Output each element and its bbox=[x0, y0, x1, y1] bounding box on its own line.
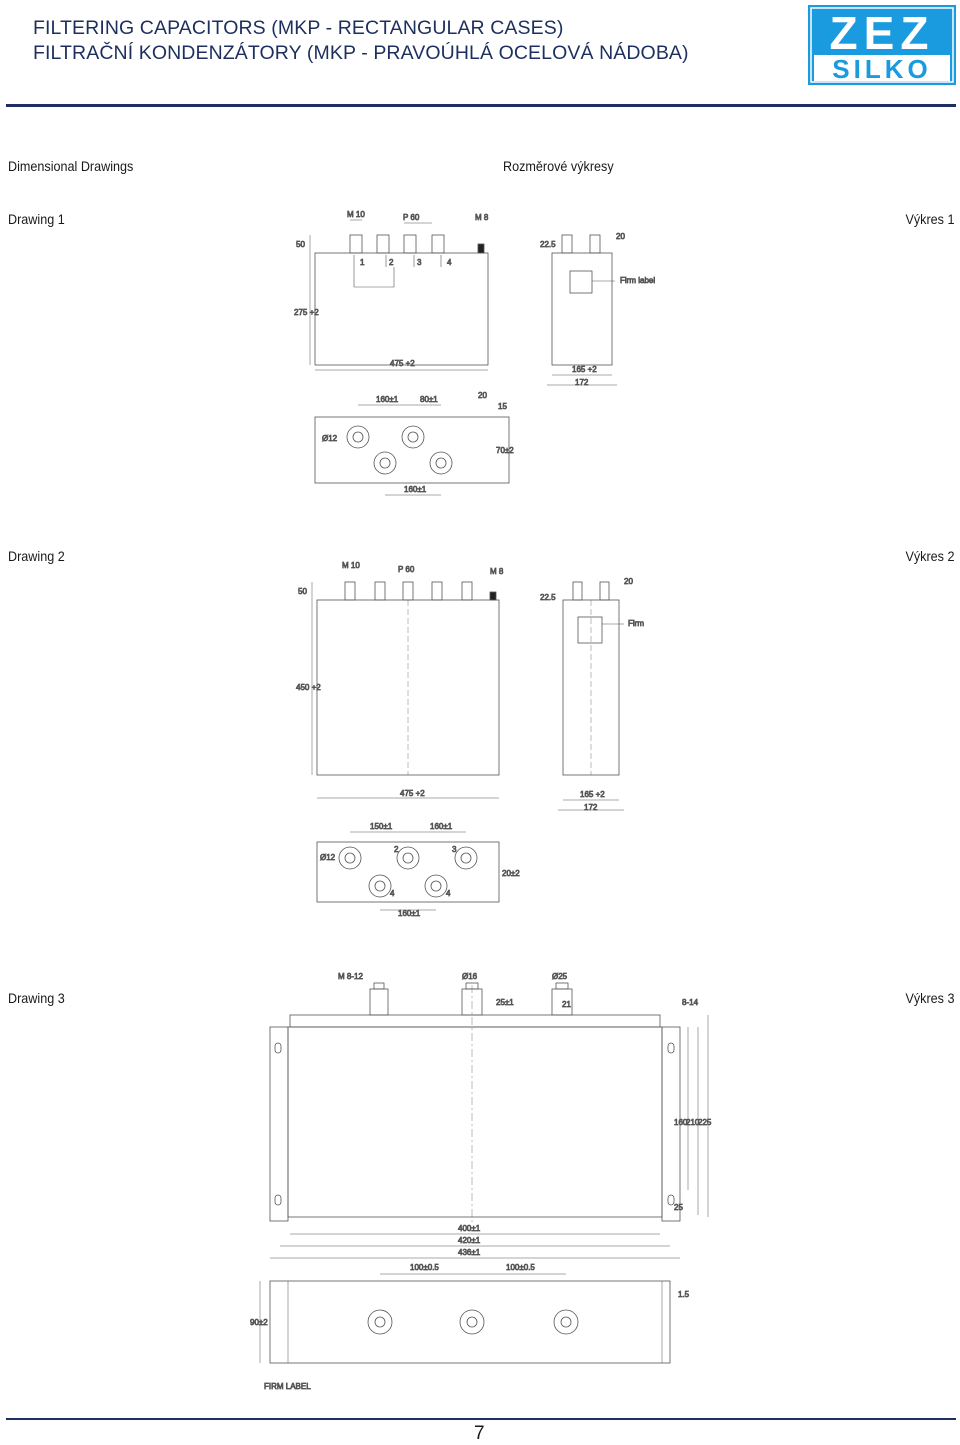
drawing-3-label-cz: Výkres 3 bbox=[904, 990, 954, 1006]
firm-label-box bbox=[569, 270, 593, 294]
drawing-1-label-en: Drawing 1 bbox=[8, 211, 65, 227]
right-bracket bbox=[661, 1026, 681, 1222]
top-p3: 160±1 bbox=[398, 909, 421, 918]
dim-d15: 1.5 bbox=[678, 1290, 690, 1299]
dim-v25: 25 bbox=[674, 1203, 683, 1212]
terminal-d: 4 bbox=[446, 889, 451, 898]
front-view-body bbox=[314, 252, 489, 366]
top-slot: 70±2 bbox=[496, 446, 514, 455]
dim-w-body: 475 +2 bbox=[400, 789, 425, 798]
drawing-2-label-cz: Výkres 2 bbox=[904, 548, 954, 564]
dim-thread: M 10 bbox=[347, 210, 365, 219]
dim-v160: 160 bbox=[674, 1118, 688, 1127]
dim-h-total: 50 bbox=[298, 587, 307, 596]
footer-rule bbox=[6, 1418, 956, 1420]
top-view-body bbox=[269, 1280, 671, 1364]
top-p1: 160±1 bbox=[376, 395, 399, 404]
dim-d90: 90±2 bbox=[250, 1318, 268, 1327]
top-view-body bbox=[314, 416, 510, 484]
dim-v210: 210 bbox=[686, 1118, 700, 1127]
top-p2: 80±1 bbox=[420, 395, 438, 404]
top-d1: 20 bbox=[478, 391, 487, 400]
dim-h2: 21 bbox=[562, 1000, 571, 1009]
zez-silko-logo: ZEZ SILKO bbox=[808, 5, 956, 85]
dim-h-total: 50 bbox=[296, 240, 305, 249]
side-top: 22.5 bbox=[540, 240, 556, 249]
header-rule bbox=[6, 104, 956, 107]
terminal-bushings bbox=[349, 234, 485, 254]
title-english: FILTERING CAPACITORS (MKP - RECTANGULAR … bbox=[33, 17, 564, 39]
drawing-1-label-cz: Výkres 1 bbox=[904, 211, 954, 227]
drawing-1: M 10 P 60 M 8 50 275 +2 475 +2 1 2 3 4 2… bbox=[294, 210, 656, 496]
top-view-body bbox=[316, 841, 500, 903]
drawing-2-label-en: Drawing 2 bbox=[8, 548, 65, 564]
side-label: Firm label bbox=[620, 276, 655, 285]
front-view-body bbox=[287, 1026, 663, 1218]
top-p2: 160±1 bbox=[430, 822, 453, 831]
dim-w436: 436±1 bbox=[458, 1248, 481, 1257]
dim-h-body: 450 +2 bbox=[296, 683, 321, 692]
terminal-c: 4 bbox=[390, 889, 395, 898]
dim-h1: 25±1 bbox=[496, 998, 514, 1007]
page-number: 7 bbox=[474, 1423, 485, 1444]
dim-w400: 400±1 bbox=[458, 1224, 481, 1233]
left-bracket bbox=[269, 1026, 289, 1222]
side-w2: 172 bbox=[584, 803, 598, 812]
dim-h-body: 275 +2 bbox=[294, 308, 319, 317]
dim-pitch: P 60 bbox=[403, 213, 420, 222]
top-view-terminals bbox=[338, 846, 478, 898]
dim-p2: 100±0.5 bbox=[506, 1263, 535, 1272]
terminal-1: 1 bbox=[360, 258, 365, 267]
terminal-a: 2 bbox=[394, 845, 399, 854]
top-slot: 20±2 bbox=[502, 869, 520, 878]
side-gap: 20 bbox=[616, 232, 625, 241]
terminal-2: 2 bbox=[389, 258, 394, 267]
side-w1: 165 +2 bbox=[572, 365, 597, 374]
top-p3: 160±1 bbox=[404, 485, 427, 494]
logo-bottom-text: SILKO bbox=[832, 54, 931, 84]
side-gap: 20 bbox=[624, 577, 633, 586]
top-d2: 15 bbox=[498, 402, 507, 411]
top-view-terminals bbox=[367, 1309, 579, 1335]
terminal-b: 3 bbox=[452, 845, 457, 854]
top-dia: Ø12 bbox=[322, 434, 338, 443]
dim-thread: M 10 bbox=[342, 561, 360, 570]
dim-pitch: P 60 bbox=[398, 565, 415, 574]
terminal-4: 4 bbox=[447, 258, 452, 267]
side-w1: 165 +2 bbox=[580, 790, 605, 799]
top-flange bbox=[289, 1014, 661, 1028]
section-heading-en: Dimensional Drawings bbox=[8, 158, 134, 174]
side-w2: 172 bbox=[575, 378, 589, 387]
dim-v225: 225 bbox=[698, 1118, 712, 1127]
top-p1: 150±1 bbox=[370, 822, 393, 831]
top-dia: Ø12 bbox=[320, 853, 336, 862]
top-view-terminals bbox=[346, 425, 453, 475]
side-view-body bbox=[551, 252, 613, 366]
firm-label-box bbox=[577, 616, 603, 644]
dim-ground: M 8 bbox=[475, 213, 489, 222]
title-czech: FILTRAČNÍ KONDENZÁTORY (MKP - PRAVOÚHLÁ … bbox=[33, 42, 689, 64]
drawing-3: M 8-12 Ø16 Ø25 25±1 21 8-14 160 210 225 … bbox=[250, 972, 713, 1392]
dim-hole: 8-14 bbox=[682, 998, 699, 1007]
terminal-3: 3 bbox=[417, 258, 422, 267]
dim-w-body: 475 +2 bbox=[390, 359, 415, 368]
dim-p1: 100±0.5 bbox=[410, 1263, 439, 1272]
dim-d25: Ø25 bbox=[552, 972, 568, 981]
side-top: 22.5 bbox=[540, 593, 556, 602]
dim-ground: M 8 bbox=[490, 567, 504, 576]
side-label: Firm bbox=[628, 619, 644, 628]
dim-d16: Ø16 bbox=[462, 972, 478, 981]
terminal-bushings bbox=[344, 581, 497, 601]
dim-thread: M 8-12 bbox=[338, 972, 363, 981]
section-heading-cz: Rozměrové výkresy bbox=[503, 158, 614, 174]
drawing-3-label-en: Drawing 3 bbox=[8, 990, 65, 1006]
dim-w420: 420±1 bbox=[458, 1236, 481, 1245]
drawing-2: M 10 P 60 M 8 50 450 +2 475 +2 22.5 20 F… bbox=[296, 561, 645, 919]
firm-label: FIRM LABEL bbox=[264, 1382, 311, 1391]
top-terminals bbox=[369, 982, 573, 1016]
logo-top-text: ZEZ bbox=[830, 7, 935, 59]
